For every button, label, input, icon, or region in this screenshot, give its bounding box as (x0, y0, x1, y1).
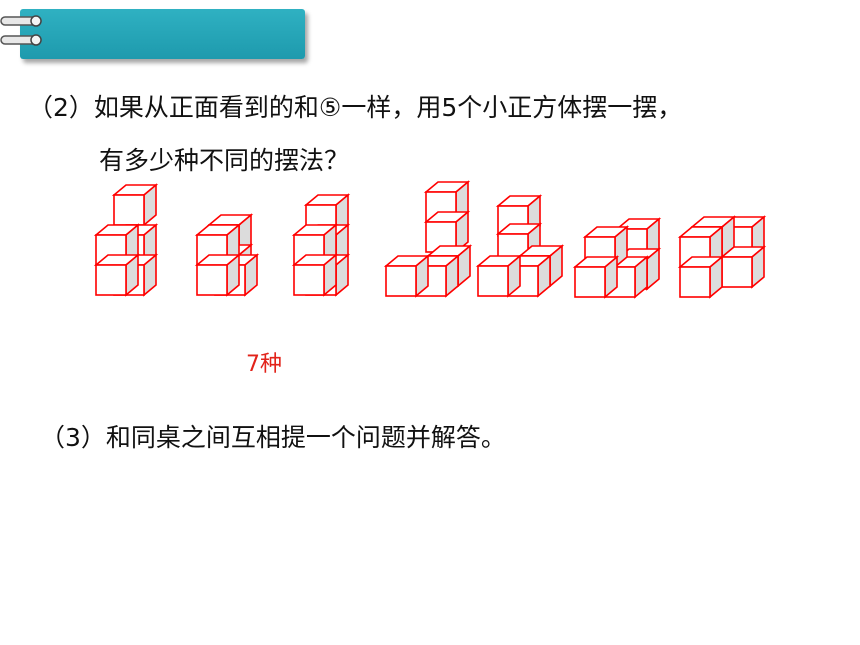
unit-cube (719, 245, 767, 289)
cube-arrangement-7 (677, 215, 767, 299)
answer-label: 7种 (246, 352, 282, 377)
title-banner (20, 9, 305, 59)
unit-cube (194, 253, 242, 297)
binder-ring-icon (0, 34, 42, 46)
question-2-line-2: 有多少种不同的摆法？ (99, 146, 350, 175)
unit-cube (93, 253, 141, 297)
question-2-line-1: （2）如果从正面看到的和⑤一样，用5个小正方体摆一摆， (28, 93, 683, 122)
cube-arrangement-5 (475, 194, 565, 298)
cube-arrangement-2 (194, 213, 260, 297)
cube-arrangement-3 (291, 193, 351, 297)
unit-cube (572, 255, 620, 299)
unit-cube (111, 183, 159, 227)
unit-cube (475, 254, 523, 298)
question-3: （3）和同桌之间互相提一个问题并解答。 (40, 423, 506, 452)
cube-arrangement-1 (93, 183, 159, 297)
cube-arrangement-4 (383, 180, 473, 298)
binder-ring-icon (0, 15, 42, 27)
unit-cube (291, 253, 339, 297)
unit-cube (677, 255, 725, 299)
cube-arrangement-6 (572, 217, 662, 299)
unit-cube (383, 254, 431, 298)
